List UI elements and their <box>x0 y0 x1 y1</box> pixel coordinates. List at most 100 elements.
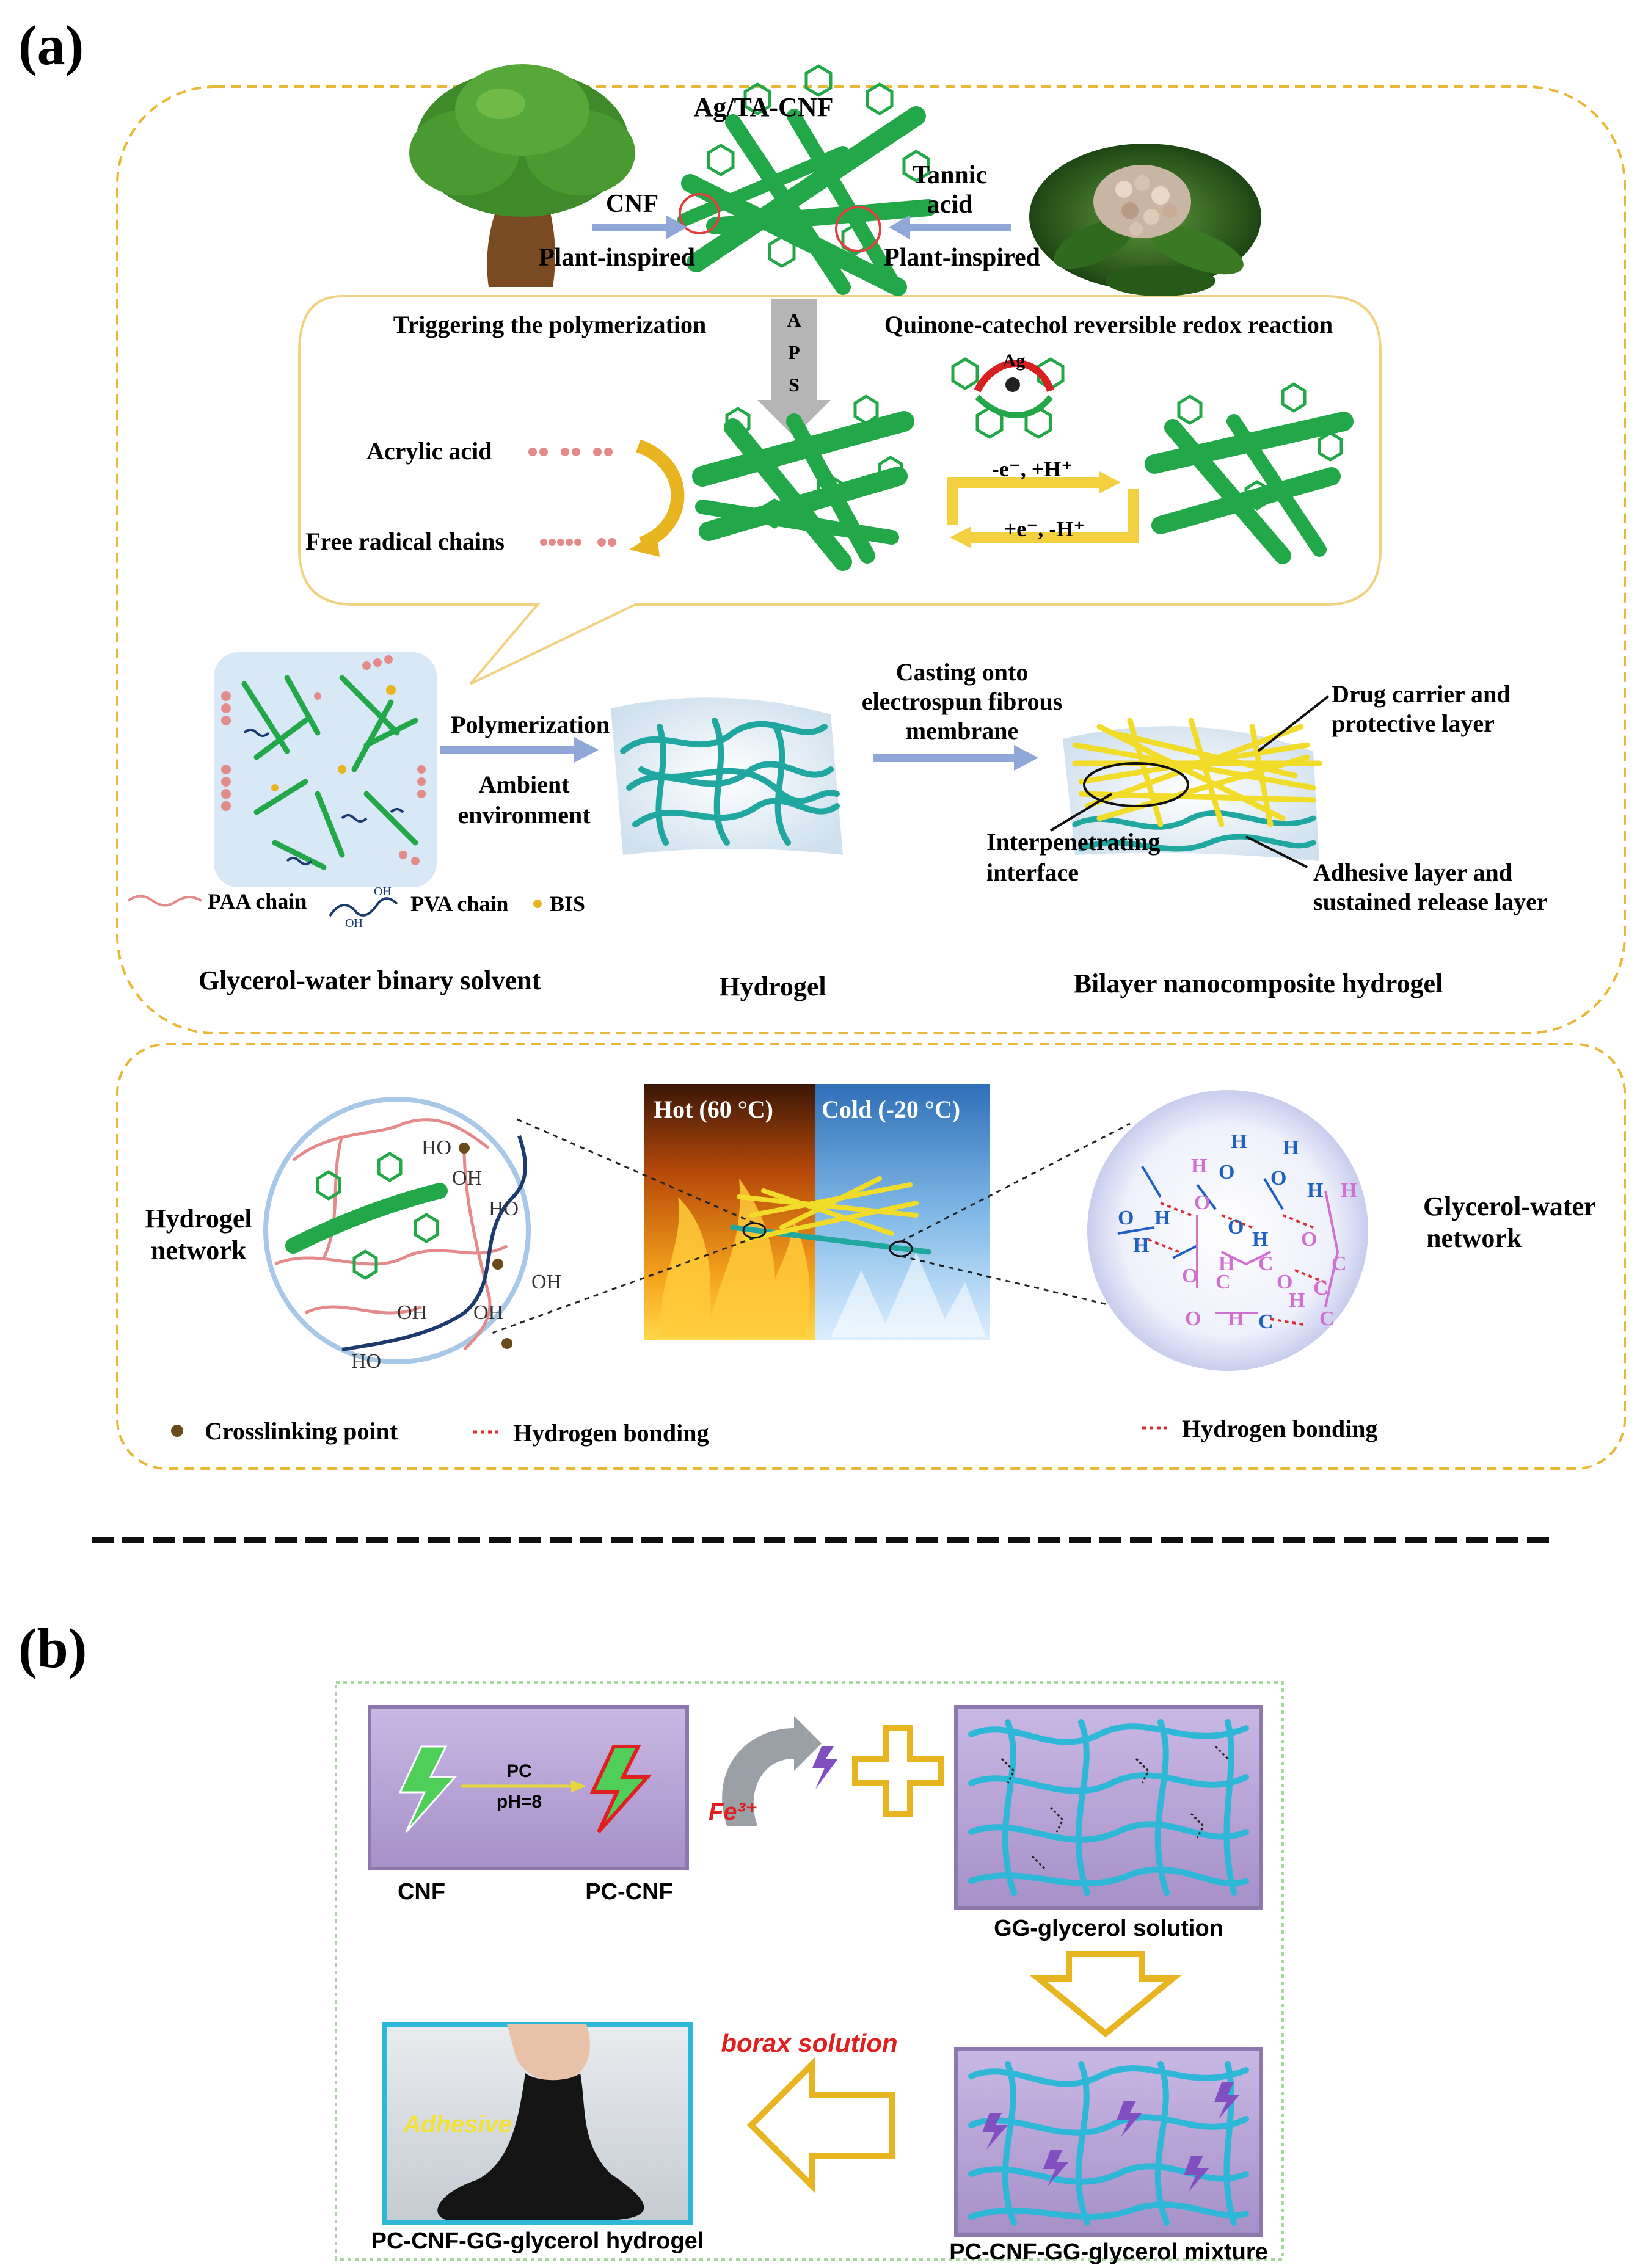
legend-pva-oh1: OH <box>374 885 392 898</box>
bilayer-bottom-fibers <box>1072 810 1316 852</box>
finger <box>507 2024 590 2082</box>
casting-label-line2: electrospun fibrous <box>862 688 1063 715</box>
chem-oh-1: OH <box>452 1167 482 1190</box>
highlight-circle-left <box>679 193 720 234</box>
glycerol-network-line1: Glycerol-water <box>1423 1191 1596 1221</box>
ambient-label-line1: Ambient <box>479 771 570 798</box>
rchem-1: H <box>1231 1130 1247 1153</box>
polymerization-label: Polymerization <box>451 711 610 738</box>
pc-cnf-label: PC-CNF <box>585 1879 673 1905</box>
hydrogel-network-pink <box>274 1118 508 1351</box>
drug-carrier-line1: Drug carrier and <box>1332 680 1511 708</box>
glycerol-hbonds <box>1148 1202 1326 1326</box>
ph-label: pH=8 <box>497 1792 542 1812</box>
gg-fibers <box>968 1719 1249 1896</box>
interp-label-line2: interface <box>986 859 1079 886</box>
rchem-21: H <box>1289 1289 1305 1312</box>
hydrogel-network-line2: network <box>151 1235 247 1265</box>
acrylic-dots <box>528 448 613 456</box>
hydrogel-network-crosslinks <box>459 1143 512 1349</box>
rchem-16: H <box>1219 1252 1234 1275</box>
ambient-label-line2: environment <box>457 801 591 829</box>
adhesive-layer-line1: Adhesive layer and <box>1313 859 1512 886</box>
rchem-22: O <box>1185 1307 1201 1330</box>
rchem-14: H <box>1133 1234 1149 1257</box>
radical-dots <box>540 538 616 547</box>
casting-arrow <box>873 745 1038 771</box>
chem-oh-4: OH <box>473 1301 503 1324</box>
ag-label: Ag <box>1003 351 1026 371</box>
cnf-bolt <box>398 1745 457 1833</box>
legend-paa-label: PAA chain <box>208 889 307 914</box>
chem-oh-2: OH <box>531 1271 561 1293</box>
acrylic-acid-label: Acrylic acid <box>366 437 492 465</box>
legend-bis-swatch <box>533 900 542 908</box>
hydrogel-network-navy <box>341 1135 527 1351</box>
mixture-bolts <box>982 2082 1240 2192</box>
curved-gold-arrowhead <box>629 532 660 557</box>
rchem-25: C <box>1319 1307 1335 1330</box>
rchem-3: H <box>1191 1155 1207 1177</box>
interp-pointer <box>1049 793 1113 832</box>
rchem-2: O <box>1219 1161 1234 1183</box>
borax-label: borax solution <box>721 2029 897 2057</box>
legend-pva-swatch <box>329 897 398 917</box>
legend-pva-oh2: OH <box>345 917 363 930</box>
rchem-8: O <box>1118 1207 1134 1229</box>
cnf-arrow <box>592 215 687 239</box>
bilayer-top-fibers <box>1072 718 1322 827</box>
rchem-20: O <box>1277 1271 1292 1293</box>
down-gold-arrow <box>1029 1951 1182 2038</box>
drug-carrier-line2: protective layer <box>1332 710 1495 737</box>
rchem-23: H <box>1228 1307 1244 1330</box>
caption-bilayer: Bilayer nanocomposite hydrogel <box>1074 969 1443 998</box>
mixture-fibers <box>968 2061 1249 2226</box>
polymerization-arrow <box>440 737 599 763</box>
rchem-12: O <box>1301 1228 1317 1251</box>
chem-oh-3: OH <box>397 1301 427 1324</box>
casting-label-line1: Casting onto <box>896 658 1029 686</box>
hot-label: Hot (60 °C) <box>654 1096 773 1123</box>
drug-carrier-pointer <box>1257 695 1330 752</box>
chem-ho-2: HO <box>489 1198 519 1220</box>
glycerol-network-bonds <box>1117 1165 1284 1259</box>
ag-ta-cnf-fibers <box>677 106 937 296</box>
legend-bis-label: BIS <box>550 892 585 916</box>
curved-gold-arrow <box>635 439 685 550</box>
rchem-19: C <box>1332 1252 1347 1275</box>
legend-paa-swatch <box>127 895 203 907</box>
pc-label: PC <box>506 1761 532 1781</box>
tannic-label-line2: acid <box>927 191 973 219</box>
solvent-pva-chains <box>243 729 404 865</box>
hbond-label-right: Hydrogen bonding <box>1182 1415 1378 1442</box>
gold-plus <box>852 1725 944 1817</box>
glycerol-network-line2: network <box>1426 1223 1522 1253</box>
fe-small-bolt <box>812 1746 838 1789</box>
left-chem-labels: HO OH HO OH OH HO OH <box>351 1136 561 1373</box>
rchem-6: O <box>1270 1167 1286 1190</box>
hydrogel-network-bubble <box>263 1097 531 1364</box>
center-hexagons <box>725 394 903 529</box>
flames <box>660 1179 810 1337</box>
aps-letter-p: P <box>788 341 800 363</box>
rchem-7: H <box>1307 1179 1323 1202</box>
panel-a-bottom-frame <box>116 1043 1626 1470</box>
rchem-26: C <box>1313 1277 1328 1299</box>
adhesive-layer-line2: sustained release layer <box>1313 888 1548 915</box>
panel-b-label: (b) <box>18 1617 87 1679</box>
rchem-15: O <box>1182 1265 1198 1287</box>
solvent-fibers <box>241 675 418 870</box>
rchem-5: H <box>1283 1136 1299 1159</box>
glycerol-network-backbone <box>1196 1190 1339 1314</box>
rchem-18: C <box>1258 1252 1274 1275</box>
ice-crystals <box>831 1252 986 1337</box>
hydrogel-photo-label: PC-CNF-GG-glycerol hydrogel <box>371 2228 704 2254</box>
adhesive-gel <box>437 2073 644 2220</box>
hydrogel-fibers <box>620 718 840 846</box>
chem-ho-3: HO <box>351 1350 381 1373</box>
chem-ho-1: HO <box>421 1136 451 1159</box>
tannic-plant-photo <box>1029 144 1261 296</box>
plant-inspired-right: Plant-inspired <box>884 244 1040 272</box>
legend-pva-label: PVA chain <box>410 892 508 916</box>
